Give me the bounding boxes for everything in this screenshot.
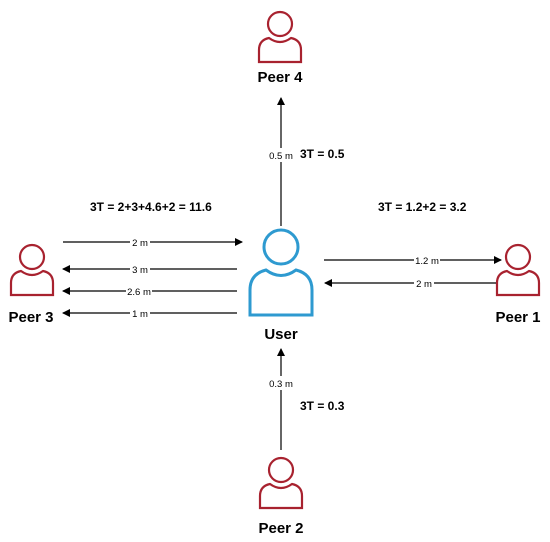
link-user-peer4: 0.5 m xyxy=(268,97,294,226)
distance-label-peer3-d: 1 m xyxy=(132,309,148,320)
equation-peer3: 3T = 2+3+4.6+2 = 11.6 xyxy=(90,200,212,214)
link-peer3-d: 1 m xyxy=(62,307,237,320)
equation-peer4: 3T = 0.5 xyxy=(300,147,345,161)
peer2-label: Peer 2 xyxy=(258,520,303,537)
link-peer3-a: 2 m xyxy=(63,236,243,249)
user-label: User xyxy=(264,326,298,343)
peer4-node: Peer 4 xyxy=(257,10,303,86)
user-person-icon xyxy=(248,228,314,317)
equation-peer2: 3T = 0.3 xyxy=(300,399,345,413)
link-peer3-b: 3 m xyxy=(62,263,237,276)
link-peer3-c: 2.6 m xyxy=(62,285,237,298)
link-peer1-user-in: 2 m xyxy=(324,277,496,290)
distance-label-peer3-c: 2.6 m xyxy=(127,287,151,298)
distance-label-peer1-out: 1.2 m xyxy=(415,256,439,267)
peer1-node: Peer 1 xyxy=(495,243,541,326)
distance-label-peer3-b: 3 m xyxy=(132,265,148,276)
link-peer2-user: 0.3 m xyxy=(268,348,294,450)
distance-label-peer4: 0.5 m xyxy=(269,151,293,162)
link-user-peer1-out: 1.2 m xyxy=(324,254,502,267)
peer4-label: Peer 4 xyxy=(257,69,303,86)
peer2-node: Peer 2 xyxy=(258,456,304,537)
peer1-label: Peer 1 xyxy=(495,309,540,326)
peer3-node: Peer 3 xyxy=(8,243,55,326)
peer1-person-icon xyxy=(495,243,541,297)
peer4-person-icon xyxy=(257,10,303,64)
peer3-label: Peer 3 xyxy=(8,309,53,326)
distance-label-peer3-a: 2 m xyxy=(132,238,148,249)
distance-label-peer1-in: 2 m xyxy=(416,279,432,290)
peer3-person-icon xyxy=(9,243,55,297)
peer2-person-icon xyxy=(258,456,304,510)
user-node: User xyxy=(248,228,314,343)
distance-label-peer2: 0.3 m xyxy=(269,379,293,390)
equation-peer1: 3T = 1.2+2 = 3.2 xyxy=(378,200,467,214)
